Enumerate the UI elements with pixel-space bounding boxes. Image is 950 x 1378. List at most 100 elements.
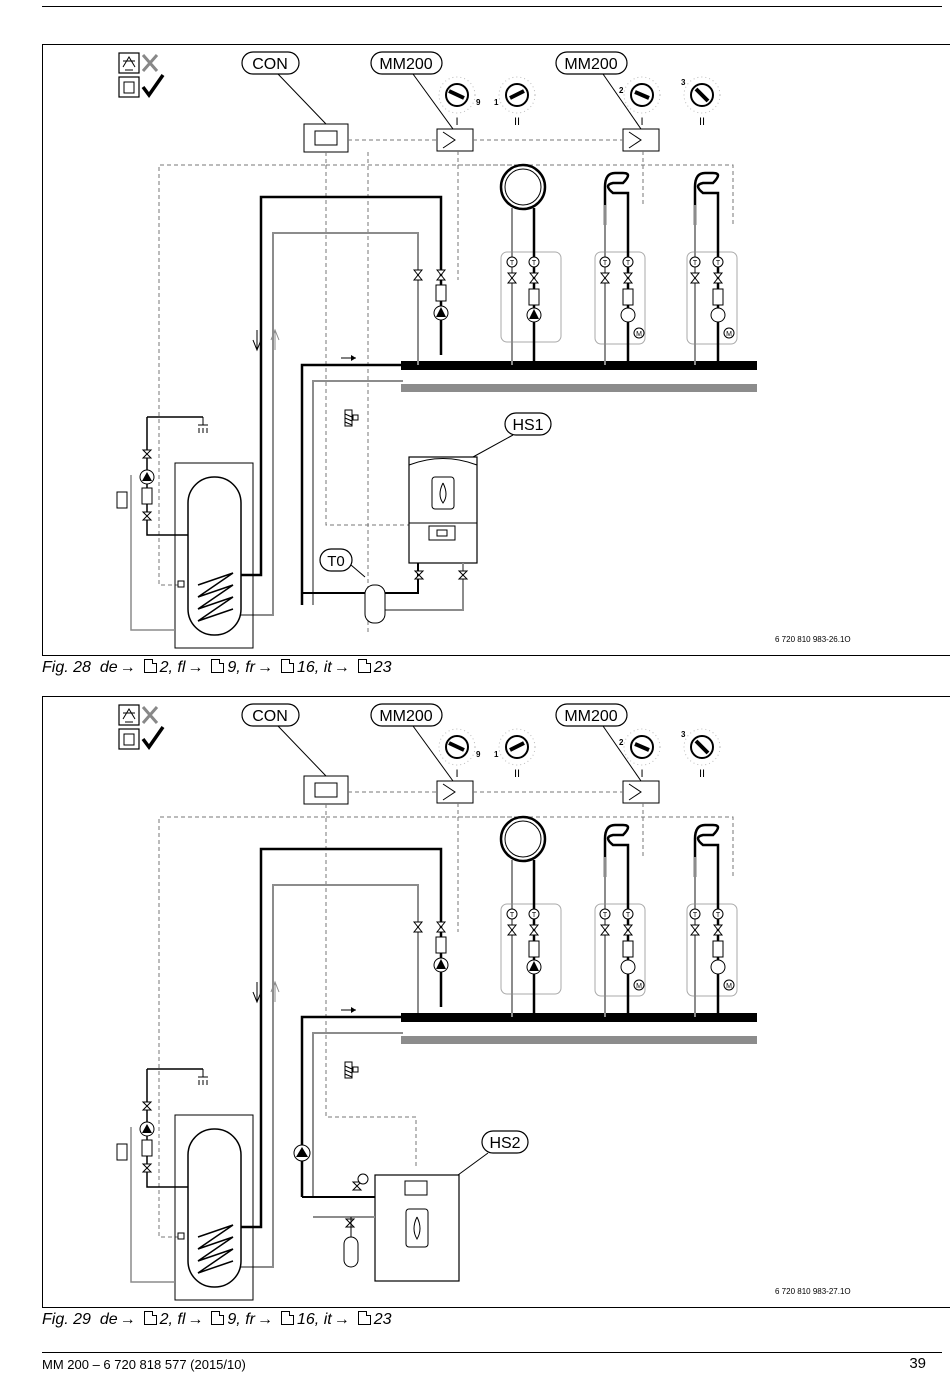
svg-text:T: T	[532, 912, 537, 919]
con-label: CON	[241, 703, 327, 777]
image-number: 6 720 810 983-26.1O	[775, 635, 851, 644]
dhw-circulation	[116, 1068, 208, 1283]
svg-text:T: T	[603, 912, 608, 919]
legend-icons	[118, 52, 165, 98]
hs2-label: HS2	[457, 1130, 529, 1176]
svg-text:3: 3	[681, 78, 686, 87]
figure-28-caption: Fig. 28 de→2, fl→9, fr→16, it→23	[42, 659, 392, 676]
legend-icons	[118, 704, 165, 750]
svg-text:9: 9	[476, 750, 481, 759]
svg-text:M: M	[636, 983, 642, 990]
hs2-label-text: HS2	[489, 1135, 520, 1152]
svg-text:M: M	[636, 331, 642, 338]
page-ref-link[interactable]: 9,	[227, 659, 241, 676]
svg-text:1: 1	[494, 750, 499, 759]
svg-text:II: II	[699, 768, 705, 780]
figure-29-caption: Fig. 29 de→2, fl→9, fr→16, it→23	[42, 1311, 392, 1328]
con-label-text: CON	[252, 708, 288, 725]
page-ref-link[interactable]: 2,	[159, 1311, 173, 1328]
bus-wiring	[158, 791, 734, 1238]
mm200-module-1	[436, 128, 474, 152]
svg-text:M: M	[726, 983, 732, 990]
svg-text:T: T	[626, 260, 631, 267]
mm200-label-1-text: MM200	[379, 56, 432, 73]
mm200-label-2: MM200	[555, 51, 642, 130]
mm200-label-1: MM200	[370, 703, 454, 782]
mm200-module-2	[622, 128, 660, 152]
svg-text:I: I	[640, 116, 643, 128]
con-label: CON	[241, 51, 327, 125]
svg-text:II: II	[514, 768, 520, 780]
svg-text:T: T	[693, 912, 698, 919]
page-ref-icon	[280, 1311, 294, 1325]
heating-circuit-1	[412, 921, 449, 973]
svg-text:T: T	[510, 912, 515, 919]
svg-text:9: 9	[476, 98, 481, 107]
page-ref-icon	[143, 659, 157, 673]
page-ref-link[interactable]: 16,	[296, 659, 320, 676]
page-ref-icon	[280, 659, 294, 673]
page-ref-link[interactable]: 23	[373, 659, 392, 676]
flow-arrows	[252, 980, 356, 1034]
boiler-connections	[293, 1144, 375, 1268]
page-number: 39	[909, 1355, 926, 1372]
coding-dial-1: 9 I	[438, 76, 481, 128]
svg-text:II: II	[514, 116, 520, 128]
heating-pipes	[233, 847, 757, 1268]
con-controller	[303, 775, 349, 805]
mm200-label-2: MM200	[555, 703, 642, 782]
coding-dial-3: 2 I	[619, 728, 661, 780]
svg-text:II: II	[699, 116, 705, 128]
figure-29-diagram: CON MM200 MM200 9 I 1 II 2 I 3 II	[42, 696, 950, 1308]
heating-circuit-2-radiator: T T	[499, 163, 562, 365]
svg-text:M: M	[726, 331, 732, 338]
svg-text:I: I	[455, 116, 458, 128]
page-ref-icon	[357, 1311, 371, 1325]
svg-text:T: T	[532, 260, 537, 267]
svg-text:I: I	[455, 768, 458, 780]
page-ref-icon	[357, 659, 371, 673]
caption-label: Fig. 28	[42, 659, 91, 676]
mm200-label-1-text: MM200	[379, 708, 432, 725]
heating-circuit-1	[412, 233, 449, 365]
heating-circuit-3-floor: T T M	[594, 823, 646, 1017]
outdoor-sensor	[344, 409, 359, 427]
coding-dial-2: 1 II	[494, 76, 536, 128]
svg-text:2: 2	[619, 86, 624, 95]
svg-text:T: T	[693, 260, 698, 267]
mm200-module-1	[436, 780, 474, 804]
dhw-circulation	[116, 416, 208, 631]
page-ref-icon	[211, 659, 225, 673]
page-ref-link[interactable]: 23	[373, 1311, 392, 1328]
page-ref-link[interactable]: 9,	[227, 1311, 241, 1328]
svg-text:T: T	[716, 260, 721, 267]
dhw-cylinder	[174, 1114, 254, 1301]
figure-28-diagram: CON MM200 MM200 9 I 1 II 2 I 3 II	[42, 44, 950, 656]
page-ref-link[interactable]: 16,	[296, 1311, 320, 1328]
heating-circuit-4-floor: T T M	[686, 171, 738, 365]
svg-text:T: T	[716, 912, 721, 919]
coding-dial-2: 1 II	[494, 728, 536, 780]
top-rule	[42, 6, 942, 7]
boiler-connections	[301, 563, 469, 624]
svg-text:I: I	[640, 768, 643, 780]
heating-circuit-3-floor: T T M	[594, 171, 646, 365]
svg-text:2: 2	[619, 738, 624, 747]
t0-label: T0	[319, 548, 366, 578]
heating-circuit-2-radiator: T T	[499, 815, 562, 1017]
coding-dial-1: 9 I	[438, 728, 481, 780]
page-ref-link[interactable]: 2,	[159, 659, 173, 676]
coding-dial-4: 3 II	[681, 76, 721, 128]
t0-label-text: T0	[327, 553, 345, 570]
flow-arrows	[252, 328, 356, 382]
con-label-text: CON	[252, 56, 288, 73]
con-controller	[303, 123, 349, 153]
dhw-cylinder	[174, 462, 254, 649]
mm200-label-2-text: MM200	[564, 56, 617, 73]
svg-text:T: T	[603, 260, 608, 267]
mm200-label-2-text: MM200	[564, 708, 617, 725]
outdoor-sensor	[344, 1061, 359, 1079]
svg-text:1: 1	[494, 98, 499, 107]
hs1-label: HS1	[472, 412, 552, 458]
page-ref-icon	[211, 1311, 225, 1325]
